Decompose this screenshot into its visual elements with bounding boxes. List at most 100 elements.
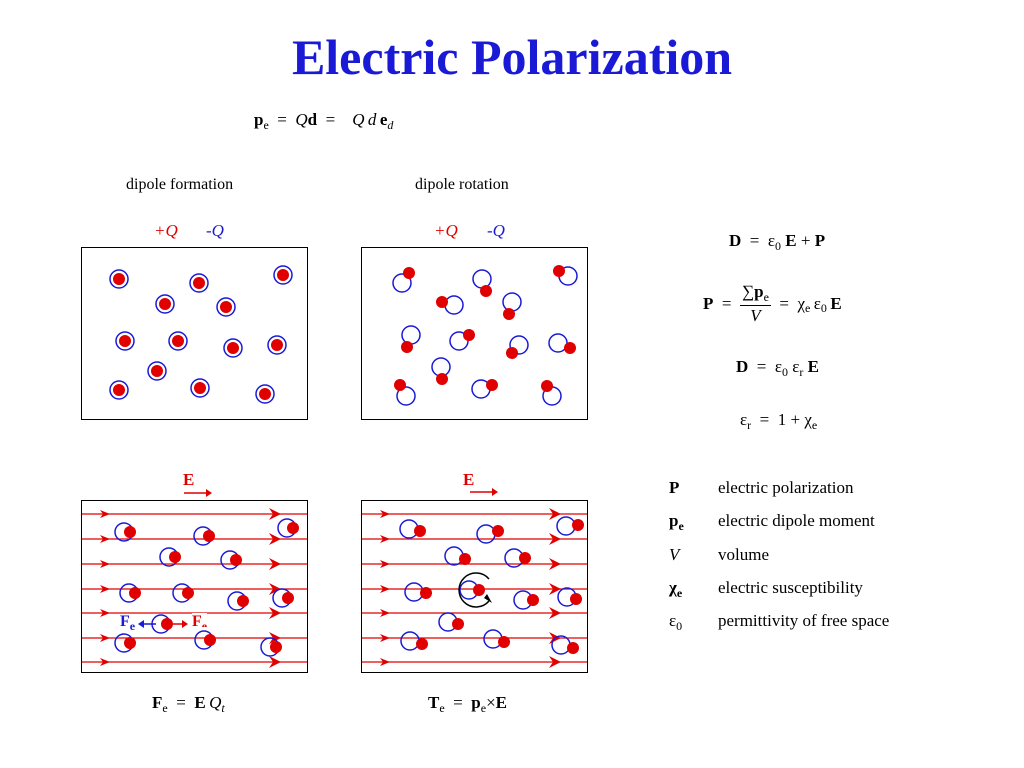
legend-symbol-sub: e — [678, 519, 684, 533]
eq-symbol: P — [814, 231, 826, 250]
eq-sub: e — [805, 300, 811, 315]
eq-symbol: e — [379, 110, 388, 129]
torque-field-diagram — [362, 508, 587, 668]
eq-sign: × — [486, 693, 496, 712]
legend-text: electric polarization — [718, 478, 854, 497]
eq-sign: = — [325, 110, 336, 129]
eq-symbol: ε — [813, 294, 821, 313]
dipole — [394, 379, 416, 406]
legend-symbol-text: χ — [669, 578, 677, 597]
dipole — [504, 548, 531, 568]
dipole — [557, 587, 582, 607]
eq-sign: = — [176, 693, 186, 712]
legend-text: volume — [718, 545, 769, 564]
legend-text: electric susceptibility — [718, 578, 863, 597]
eq-sub: e — [263, 118, 269, 132]
eq-symbol: χ — [804, 410, 812, 429]
eq-sign: + — [790, 410, 801, 429]
dipole — [155, 294, 175, 314]
dipole — [273, 265, 293, 285]
eq-symbol: Q — [209, 693, 222, 712]
eq-sub: e — [439, 701, 445, 715]
formation-caption: dipole formation — [126, 176, 234, 193]
legend-symbol-text: V — [669, 545, 680, 564]
dipole — [147, 361, 167, 381]
dipole — [472, 269, 492, 297]
dipole — [168, 331, 188, 351]
page-title: Electric Polarization — [291, 29, 733, 85]
dipole — [109, 269, 129, 289]
eq-sign: = — [779, 294, 789, 313]
dipole-moment-equation: pe = Qd = Q d ed — [254, 110, 393, 133]
fe-symbol: F — [120, 613, 130, 630]
dipole — [189, 273, 209, 293]
eq-sign: = — [453, 693, 463, 712]
dipole — [114, 522, 136, 542]
fraction-denominator: V — [750, 306, 761, 325]
dipole — [159, 547, 181, 567]
dipole — [548, 333, 576, 354]
dipole — [172, 583, 194, 603]
eq-symbol: T — [428, 693, 440, 712]
relative-permittivity-equation: D = ε0 εr E — [736, 357, 819, 380]
legend-symbol: P — [669, 478, 679, 501]
eq-symbol: E — [194, 693, 206, 712]
dipole — [392, 267, 415, 293]
force-label-negative: Fe — [120, 613, 135, 634]
eq-sign: + — [800, 231, 811, 250]
fe-sub: e — [201, 619, 208, 627]
eq-sign: = — [759, 410, 770, 429]
dipole — [223, 338, 243, 358]
eq-sub: d — [387, 118, 394, 132]
eq-symbol: p — [254, 110, 264, 129]
dipole — [193, 526, 215, 546]
field-direction-arrow — [184, 489, 212, 497]
dipole — [401, 325, 421, 353]
dipole — [444, 546, 471, 566]
eq-symbol: P — [703, 294, 714, 313]
dipole — [114, 633, 136, 653]
force-panel: Fe Fe — [81, 500, 308, 673]
eq-symbol: D — [736, 357, 749, 376]
eq-sign: = — [756, 357, 767, 376]
legend-symbol-sub: 0 — [676, 619, 683, 633]
dipole — [194, 630, 216, 650]
eq-symbol: E — [495, 693, 507, 712]
dipole — [216, 297, 236, 317]
legend-symbol-text: p — [669, 511, 679, 530]
dipole — [115, 331, 135, 351]
dipole — [400, 631, 428, 651]
eq-symbol: 1 — [777, 410, 787, 429]
dipole — [267, 335, 287, 355]
field-direction-arrow — [470, 488, 498, 496]
eq-symbol: ∑ — [741, 282, 755, 301]
dipole — [109, 380, 129, 400]
eq-sub: 0 — [782, 365, 789, 379]
eq-symbol: p — [754, 282, 764, 301]
dipole — [227, 591, 249, 611]
dipole — [551, 635, 579, 655]
eq-symbol: E — [807, 357, 819, 376]
legend-text: electric dipole moment — [718, 511, 875, 530]
eq-sub: e — [480, 701, 487, 715]
dipole — [506, 335, 529, 359]
dipole — [436, 295, 464, 315]
legend-text: permittivity of free space — [718, 611, 890, 630]
dipole — [502, 292, 522, 320]
fe-sub: e — [129, 619, 136, 633]
legend-symbol-text: P — [669, 478, 680, 497]
torque-panel — [361, 500, 588, 673]
eq-symbol: F — [152, 693, 163, 712]
torque-equation: Te = pe×E — [428, 693, 507, 716]
eq-sub: 0 — [775, 239, 782, 253]
eq-symbol: ε — [740, 410, 748, 429]
legend-symbol: χe — [669, 578, 682, 601]
displacement-equation: D = ε0 E + P — [729, 231, 825, 254]
rotation-dipoles — [392, 265, 578, 406]
eq-symbol: D — [729, 231, 742, 250]
formation-panel — [81, 247, 308, 420]
eq-symbol: ε — [767, 231, 776, 250]
dipole — [556, 516, 584, 536]
plus-q-label: +Q — [434, 221, 458, 240]
eq-symbol: Q — [352, 110, 365, 129]
